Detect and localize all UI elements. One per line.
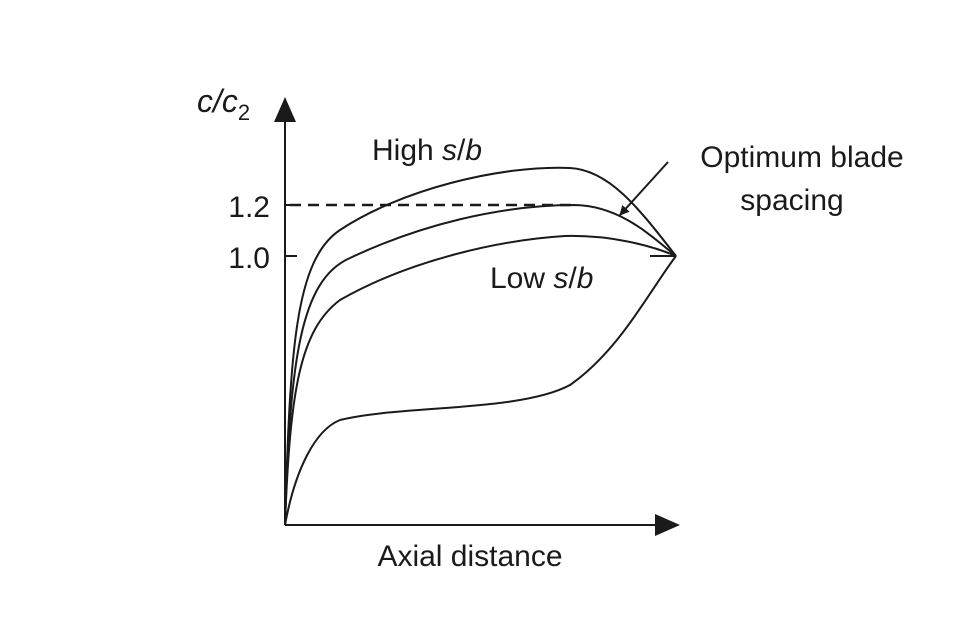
x-axis-arrow <box>655 514 680 536</box>
annotation-pointer-arrow <box>619 161 669 216</box>
tick-label-1-2: 1.2 <box>228 191 270 224</box>
x-axis-label: Axial distance <box>377 540 562 573</box>
y-axis-arrow <box>274 97 296 122</box>
tick-label-1-0: 1.0 <box>228 242 270 275</box>
curve-lowest <box>284 255 677 526</box>
curve-low-s-b <box>284 234 677 526</box>
curve-high-s-b <box>284 166 677 526</box>
annotation-optimum-line1: Optimum blade <box>700 141 903 174</box>
label-low-s-b: Low s/b <box>490 262 593 295</box>
label-high-s-b: High s/b <box>372 134 482 167</box>
y-axis-label: c/c2 <box>197 83 250 125</box>
curve-optimum-spacing <box>284 203 677 526</box>
annotation-optimum-line2: spacing <box>740 184 843 217</box>
